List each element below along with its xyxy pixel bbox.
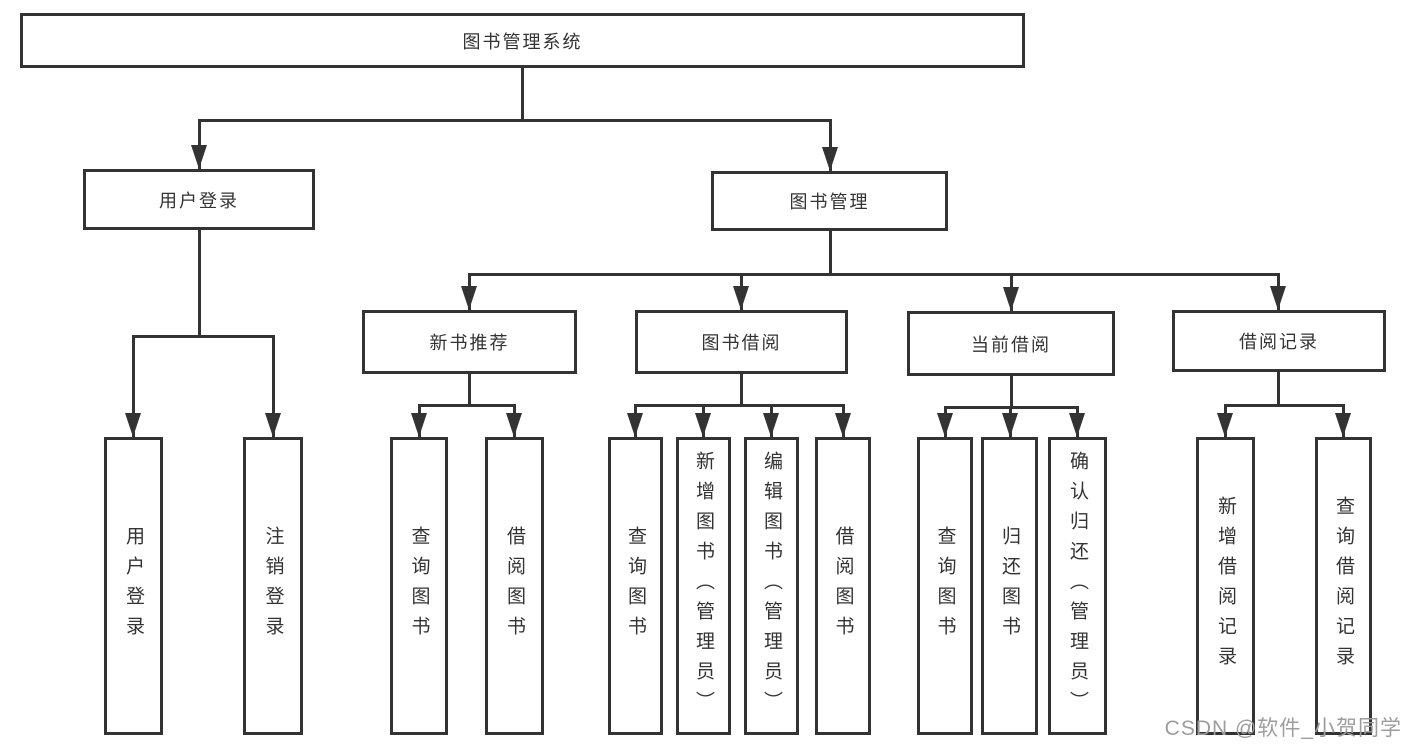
arrowhead-down-icon-4 <box>1003 287 1019 311</box>
arrowhead-down-icon-13 <box>835 413 851 437</box>
arrowhead-down-icon-11 <box>695 413 711 437</box>
connector-vline-3 <box>829 120 832 171</box>
connector-hline-11 <box>132 335 275 338</box>
arrowhead-down-icon-9 <box>506 413 522 437</box>
arrowhead-down-icon-12 <box>763 413 779 437</box>
connector-vline-14 <box>468 374 471 407</box>
arrowhead-down-icon-5 <box>1270 286 1286 310</box>
connector-vline-2 <box>198 120 201 169</box>
node-bb-borrow-books: 借阅图书 <box>815 437 871 735</box>
connector-vline-12 <box>132 336 135 437</box>
arrowhead-down-icon-18 <box>1335 413 1351 437</box>
arrowhead-down-icon-8 <box>411 413 427 437</box>
arrowhead-down-icon-10 <box>627 413 643 437</box>
arrowhead-down-icon-0 <box>191 145 207 169</box>
node-bb-add-books-admin: 新增图书（管理员） <box>676 437 731 735</box>
connector-vline-29 <box>1277 372 1280 406</box>
node-cb-return-books: 归还图书 <box>981 437 1038 735</box>
node-cb-confirm-return-admin: 确认归还（管理员） <box>1048 437 1107 735</box>
connector-vline-18 <box>740 374 743 407</box>
node-user-login: 用户登录 <box>83 169 315 230</box>
node-nbr-borrow-books: 借阅图书 <box>485 437 544 735</box>
node-user-login-action: 用户登录 <box>104 437 163 735</box>
csdn-watermark: CSDN @软件_小贺同学 <box>1164 717 1402 740</box>
arrowhead-down-icon-17 <box>1217 413 1233 437</box>
connector-vline-0 <box>521 68 524 122</box>
connector-hline-19 <box>634 404 845 407</box>
node-logout-action: 注销登录 <box>243 437 303 735</box>
node-book-management: 图书管理 <box>711 171 948 231</box>
node-cb-query-books: 查询图书 <box>917 437 973 735</box>
connector-hline-15 <box>418 404 516 407</box>
arrowhead-down-icon-6 <box>125 413 141 437</box>
node-bb-edit-books-admin: 编辑图书（管理员） <box>744 437 799 735</box>
node-library-system: 图书管理系统 <box>20 13 1025 68</box>
connector-hline-1 <box>198 119 832 122</box>
node-current-borrowing: 当前借阅 <box>907 311 1115 376</box>
node-new-book-recommend: 新书推荐 <box>362 310 577 374</box>
arrowhead-down-icon-1 <box>822 147 838 171</box>
node-br-add-record: 新增借阅记录 <box>1196 437 1255 735</box>
connector-vline-10 <box>198 230 201 338</box>
arrowhead-down-icon-3 <box>733 286 749 310</box>
connector-vline-24 <box>1010 376 1013 408</box>
arrowhead-down-icon-2 <box>461 286 477 310</box>
arrowhead-down-icon-15 <box>1002 413 1018 437</box>
node-borrowing-records: 借阅记录 <box>1172 310 1386 372</box>
connector-vline-13 <box>272 336 275 437</box>
connector-hline-30 <box>1224 404 1345 407</box>
node-bb-query-books: 查询图书 <box>608 437 663 735</box>
arrowhead-down-icon-14 <box>937 413 953 437</box>
connector-vline-4 <box>829 231 832 276</box>
node-book-borrowing: 图书借阅 <box>635 310 848 374</box>
arrowhead-down-icon-16 <box>1069 413 1085 437</box>
arrowhead-down-icon-7 <box>265 413 281 437</box>
node-nbr-query-books: 查询图书 <box>390 437 448 735</box>
node-br-query-record: 查询借阅记录 <box>1315 437 1372 735</box>
connector-hline-5 <box>468 273 1280 276</box>
